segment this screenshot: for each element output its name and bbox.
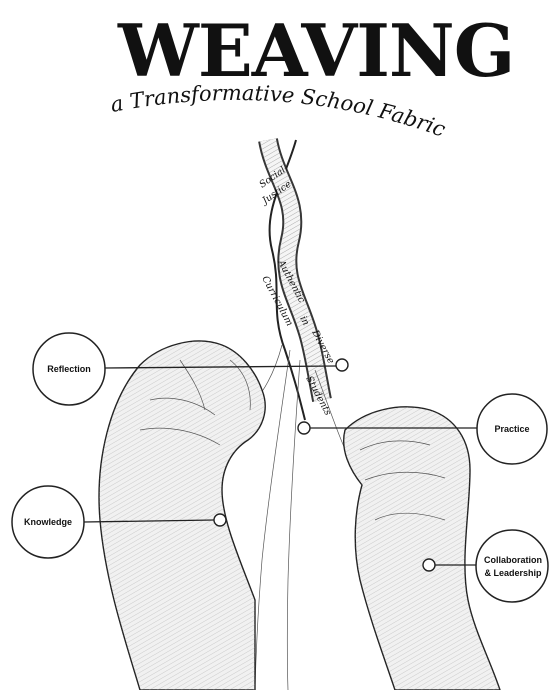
practice-connector-dot [298, 422, 310, 434]
node-practice: Practice [477, 394, 547, 464]
left-hand [99, 341, 265, 690]
node-label-leadership: & Leadership [484, 568, 542, 578]
node-label-knowledge: Knowledge [24, 517, 72, 527]
node-label-reflection: Reflection [47, 364, 91, 374]
node-label-collaboration: Collaboration [484, 555, 542, 565]
knowledge-connector-dot [214, 514, 226, 526]
collaboration-connector-dot [423, 559, 435, 571]
node-knowledge: Knowledge [12, 486, 84, 558]
reflection-connector-dot [336, 359, 348, 371]
node-label-practice: Practice [494, 424, 529, 434]
right-hand [344, 407, 500, 690]
node-collaboration: Collaboration & Leadership [476, 530, 548, 602]
node-reflection: Reflection [33, 333, 105, 405]
diagram-title: WEAVING [117, 8, 514, 93]
